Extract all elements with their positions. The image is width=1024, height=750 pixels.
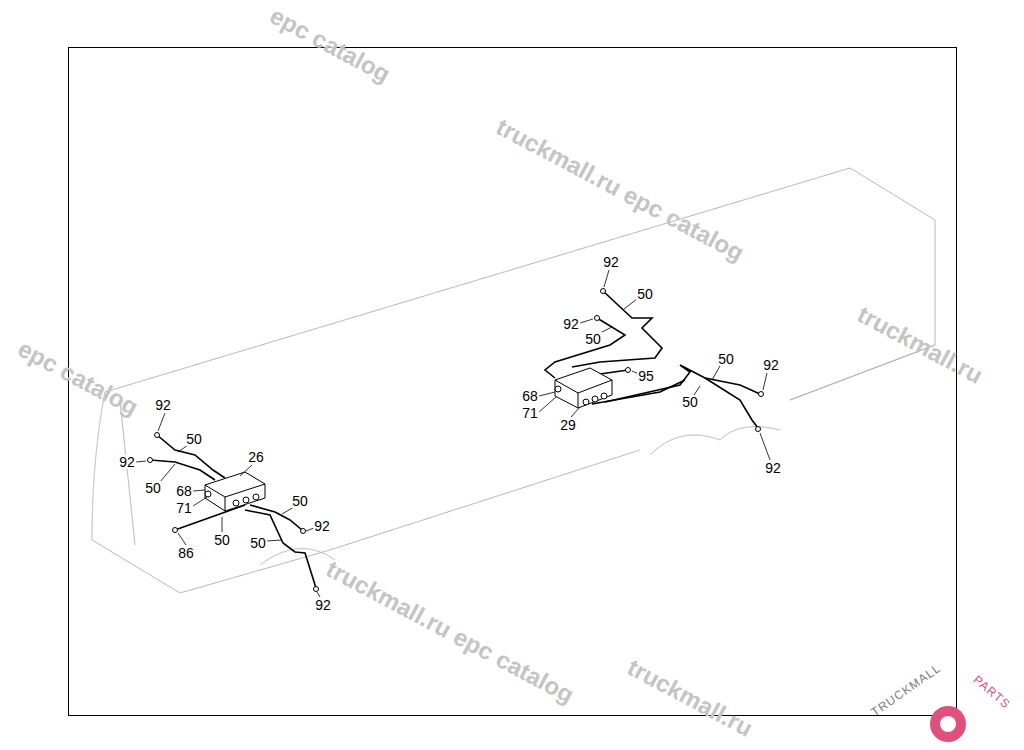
callout-number: 71 — [175, 501, 193, 515]
watermark: epc catalog — [266, 3, 394, 86]
callout-number: 50 — [717, 352, 735, 366]
callout-number: 50 — [185, 432, 203, 446]
watermark: truckmall.ru — [624, 655, 757, 741]
callout-number: 50 — [213, 533, 231, 547]
watermark: truckmall.ru epc catalog — [322, 557, 577, 708]
callout-number: 68 — [521, 389, 539, 403]
callout-number: 92 — [154, 398, 172, 412]
callout-number: 92 — [562, 317, 580, 331]
callout-number: 92 — [602, 255, 620, 269]
leader-lines — [136, 270, 770, 597]
logo-text: PARTS — [971, 673, 1012, 710]
callout-number: 95 — [637, 369, 655, 383]
bus-outline — [92, 168, 935, 593]
callout-number: 50 — [144, 481, 162, 495]
logo-gear — [930, 706, 966, 742]
pipe-ends — [148, 289, 764, 592]
callout-number: 50 — [291, 494, 309, 508]
callout-number: 50 — [681, 395, 699, 409]
watermark: truckmall.ru epc catalog — [492, 115, 747, 266]
callout-number: 86 — [177, 546, 195, 560]
callout-number: 26 — [247, 450, 265, 464]
callout-number: 92 — [313, 519, 331, 533]
watermark: epc catalog — [14, 336, 142, 419]
watermark: truckmall.ru — [854, 302, 987, 388]
callout-number: 29 — [559, 418, 577, 432]
callout-number: 50 — [584, 332, 602, 346]
callout-number: 92 — [314, 598, 332, 612]
callout-number: 92 — [762, 358, 780, 372]
frame — [69, 48, 957, 716]
callout-number: 92 — [764, 461, 782, 475]
callout-number: 50 — [249, 536, 267, 550]
callout-number: 71 — [521, 406, 539, 420]
valve-blocks — [205, 368, 612, 511]
logo-text: TRUCKMALL — [869, 662, 943, 719]
callout-number: 50 — [636, 287, 654, 301]
callout-number: 68 — [175, 484, 193, 498]
brake-pipes — [150, 291, 760, 588]
callout-number: 92 — [118, 455, 136, 469]
